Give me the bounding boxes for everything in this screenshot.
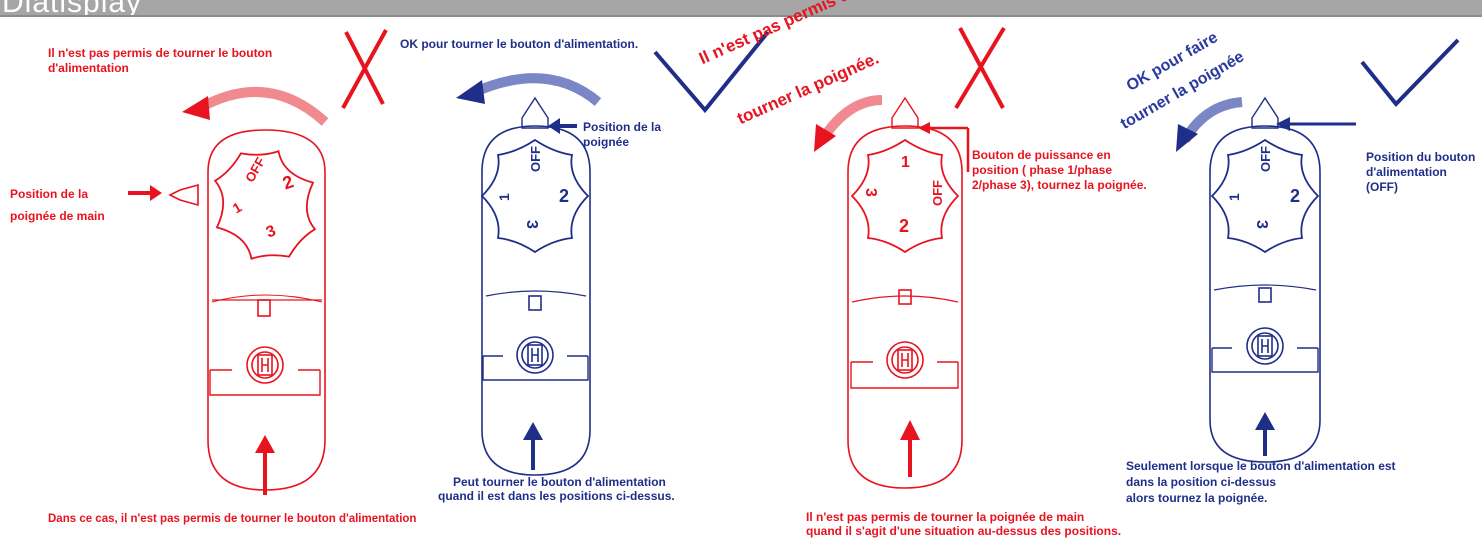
panel2-handle-arrow xyxy=(548,118,577,134)
panel4-knob-off: OFF xyxy=(1258,146,1273,172)
panel1-side-label: Position de la poignée de main xyxy=(10,187,105,223)
panel3-bottom-caption-line2: quand il s'agit d'une situation au-dessu… xyxy=(806,524,1122,538)
panel1-bottom-caption: Dans ce cas, il n'est pas permis de tour… xyxy=(48,513,417,525)
panel2-knob-1: 1 xyxy=(496,193,512,201)
panel1-rotate-arrowhead xyxy=(182,96,210,120)
panel4-device xyxy=(1209,96,1321,463)
panel4-rotate-arrowhead xyxy=(1176,124,1198,152)
panel2-bottom-caption-line2: quand il est dans les positions ci-dessu… xyxy=(438,489,675,503)
panel4-side-arrowhead xyxy=(1276,117,1290,131)
panel1-knob-3: 3 xyxy=(264,222,278,241)
panel3-bottom-caption-line1: Il n'est pas permis de tourner la poigné… xyxy=(806,510,1085,524)
panel1-rotate-arrow xyxy=(197,87,329,126)
panel2-device xyxy=(480,96,591,476)
panel2-rotate-arrow xyxy=(472,73,602,106)
panel3-bottom-arrow xyxy=(900,420,920,477)
panel4-knob-1: 1 xyxy=(1226,193,1242,201)
panel3-knob-3: 3 xyxy=(862,188,879,197)
panel4-side-label: Position du bouton d'alimentation (OFF) xyxy=(1366,150,1476,194)
cross-mark-icon xyxy=(341,29,388,109)
panel3-rotate-arrowhead xyxy=(814,124,836,152)
panel3-knob-2: 2 xyxy=(899,216,909,236)
panel2-ok-title: OK pour tourner le bouton d'alimentation… xyxy=(400,37,639,51)
panel4-knob-2: 2 xyxy=(1290,186,1300,206)
panel3-side-arrowhead xyxy=(918,122,930,134)
panel2-knob-3: 3 xyxy=(523,220,540,229)
panel3-knob-1: 1 xyxy=(901,154,910,171)
panel2-knob-2: 2 xyxy=(559,186,569,206)
panel1-knob-off: OFF xyxy=(242,155,268,185)
panel4-knob-3: 3 xyxy=(1253,220,1270,229)
panel2-knob-off: OFF xyxy=(528,146,543,172)
panel3-knob-off: OFF xyxy=(930,180,945,206)
page-title: Diatisplay xyxy=(2,0,143,17)
panel4-bottom-caption-line3: alors tournez la poignée. xyxy=(1126,491,1268,505)
panel1-warning-title: Il n'est pas permis de tourner le bouton… xyxy=(48,46,273,75)
check-mark-icon xyxy=(653,30,770,114)
panel3-device xyxy=(847,96,963,489)
cross-mark-icon xyxy=(954,26,1006,110)
panel4-bottom-arrow xyxy=(1255,412,1275,456)
panel4-bottom-caption-line2: dans la position ci-dessus xyxy=(1126,475,1277,489)
panel4-bottom-caption-line1: Seulement lorsque le bouton d'alimentati… xyxy=(1126,459,1396,473)
panel1-device xyxy=(168,129,326,491)
panel3-side-label: Bouton de puissance en position ( phase … xyxy=(972,148,1147,192)
panel2-rotate-arrowhead xyxy=(456,80,485,104)
check-mark-icon xyxy=(1360,38,1460,108)
panel2-bottom-arrow xyxy=(523,422,543,470)
header-bar: Diatisplay xyxy=(0,0,1482,17)
panel2-handle-label: Position de la poignée xyxy=(583,120,662,149)
panel1-bottom-arrow xyxy=(255,435,275,495)
panel1-side-arrow xyxy=(128,185,162,201)
panel1-knob-1: 1 xyxy=(230,199,245,217)
panel3-side-arrow xyxy=(928,126,970,172)
panel2-bottom-caption-line1: Peut tourner le bouton d'alimentation xyxy=(453,475,666,489)
header-divider xyxy=(0,15,1482,17)
